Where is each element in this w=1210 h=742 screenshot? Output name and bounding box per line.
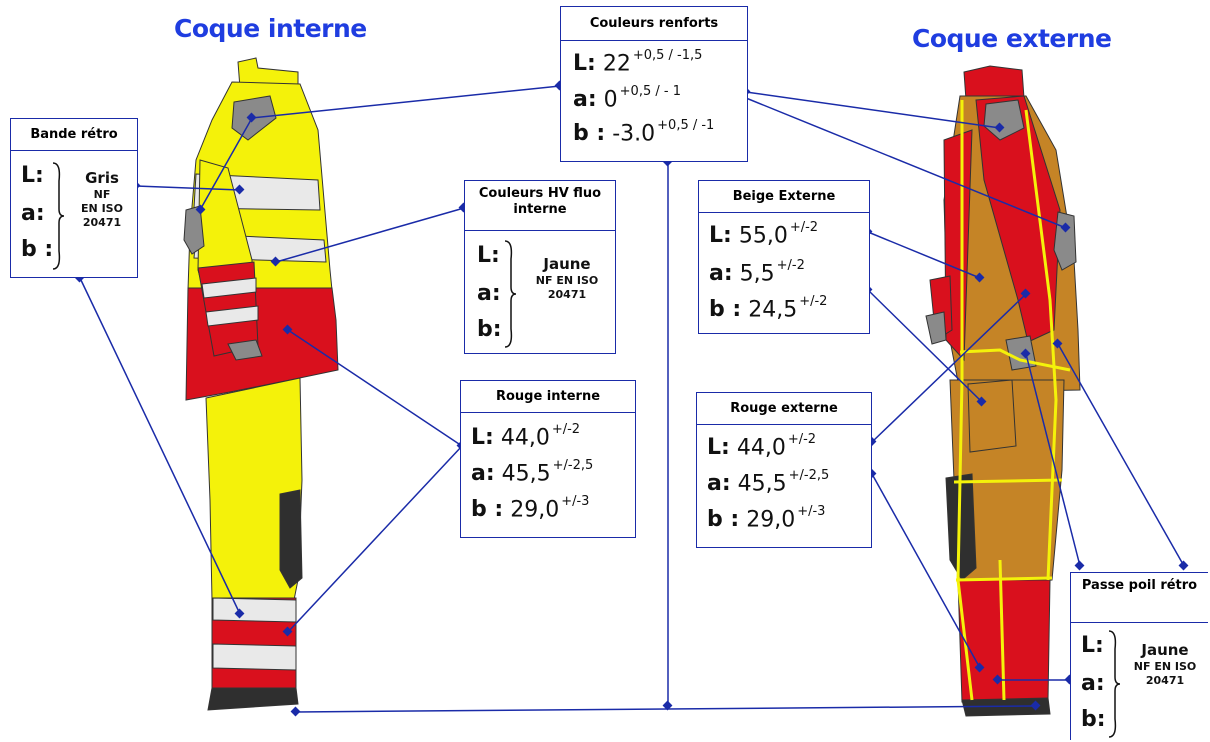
inner-trousers — [205, 377, 303, 601]
box-header: Rouge externe — [697, 393, 871, 425]
outer-pocket — [967, 379, 1017, 453]
lab-row-l: L: 55,0+/-2 — [709, 220, 819, 249]
lab-row-l: L: — [1081, 633, 1104, 658]
box-rouge-externe: Rouge externe L: 44,0+/-2 a: 45,5+/-2,5 … — [696, 392, 872, 548]
brace-icon — [52, 162, 65, 270]
lab-row-a: a: 5,5+/-2 — [709, 258, 805, 287]
lab-row-l: L: — [477, 243, 500, 268]
outer-piping-5 — [959, 348, 1071, 372]
inner-cuff-stripe-2 — [205, 305, 259, 327]
norm-label: Gris NF EN ISO 20471 — [81, 169, 123, 229]
lab-row-a: a: 45,5+/-2,5 — [707, 468, 830, 497]
lab-row-l: L: 44,0+/-2 — [471, 422, 581, 451]
box-header: Beige Externe — [699, 181, 869, 213]
lab-row-b: b : 29,0+/-3 — [471, 494, 590, 523]
outer-shell-garment — [925, 65, 1081, 717]
box-header: Passe poil rétro — [1071, 573, 1208, 623]
title-inner-shell: Coque interne — [174, 14, 367, 43]
lab-row-b: b: — [477, 317, 502, 342]
lab-row-b: b : 24,5+/-2 — [709, 294, 828, 323]
inner-retro-band-3 — [212, 597, 297, 623]
lab-row-b: b : — [21, 237, 54, 262]
lab-row-a: a: — [477, 281, 501, 306]
outer-piping-3 — [953, 478, 1063, 484]
lab-row-b: b : 29,0+/-3 — [707, 504, 826, 533]
box-couleurs-renforts: Couleurs renforts L: 22+0,5 / -1,5 a: 0+… — [560, 6, 748, 162]
outer-shoulder-reinforcement — [983, 99, 1025, 141]
lab-row-l: L: — [21, 163, 44, 188]
outer-collar — [963, 65, 1025, 101]
lab-row-a: a: 45,5+/-2,5 — [471, 458, 594, 487]
box-header: Couleurs HV fluo interne — [465, 181, 615, 231]
box-passe-poil-retro: Passe poil rétro L: a: b: Jaune NF EN IS… — [1070, 572, 1208, 740]
outer-piping-6 — [998, 559, 1006, 701]
box-header: Rouge interne — [461, 381, 635, 413]
outer-sleeve — [975, 95, 1061, 343]
outer-piping-4 — [955, 576, 1053, 582]
box-beige-externe: Beige Externe L: 55,0+/-2 a: 5,5+/-2 b :… — [698, 180, 870, 334]
box-rouge-interne: Rouge interne L: 44,0+/-2 a: 45,5+/-2,5 … — [460, 380, 636, 538]
outer-elbow-reinforcement — [1053, 211, 1077, 271]
outer-piping-2 — [1024, 109, 1058, 581]
inner-elbow-reinforcement — [183, 205, 205, 255]
connector-lines — [79, 85, 1185, 713]
lab-row-a: a: — [21, 201, 45, 226]
inner-boot — [207, 687, 299, 711]
inner-knee-pad — [279, 489, 303, 589]
outer-boot — [961, 697, 1051, 717]
inner-shell-garment — [183, 57, 339, 711]
lab-row-l: L: 22+0,5 / -1,5 — [573, 48, 703, 77]
box-header: Couleurs renforts — [561, 7, 747, 41]
norm-label: Jaune NF EN ISO 20471 — [1133, 641, 1197, 687]
outer-glove — [1005, 335, 1037, 371]
lab-row-a: a: — [1081, 671, 1105, 696]
inner-retro-band-4 — [212, 643, 297, 671]
box-bande-retro: Bande rétro L: a: b : Gris NF EN ISO 204… — [10, 118, 138, 278]
norm-label: Jaune NF EN ISO 20471 — [535, 255, 599, 301]
box-hv-fluo-interne: Couleurs HV fluo interne L: a: b: Jaune … — [464, 180, 616, 354]
lab-row-l: L: 44,0+/-2 — [707, 432, 817, 461]
inner-cuff-stripe-1 — [201, 277, 257, 299]
outer-back-glove — [925, 311, 947, 345]
lab-row-a: a: 0+0,5 / - 1 — [573, 84, 681, 113]
lab-row-b: b: — [1081, 707, 1106, 732]
brace-icon — [504, 240, 517, 348]
box-header: Bande rétro — [11, 119, 137, 151]
lab-row-b: b : -3.0+0,5 / -1 — [573, 118, 715, 147]
inner-glove — [227, 339, 263, 361]
brace-icon — [1108, 630, 1121, 738]
title-outer-shell: Coque externe — [912, 24, 1112, 53]
outer-knee-pad — [945, 473, 977, 581]
